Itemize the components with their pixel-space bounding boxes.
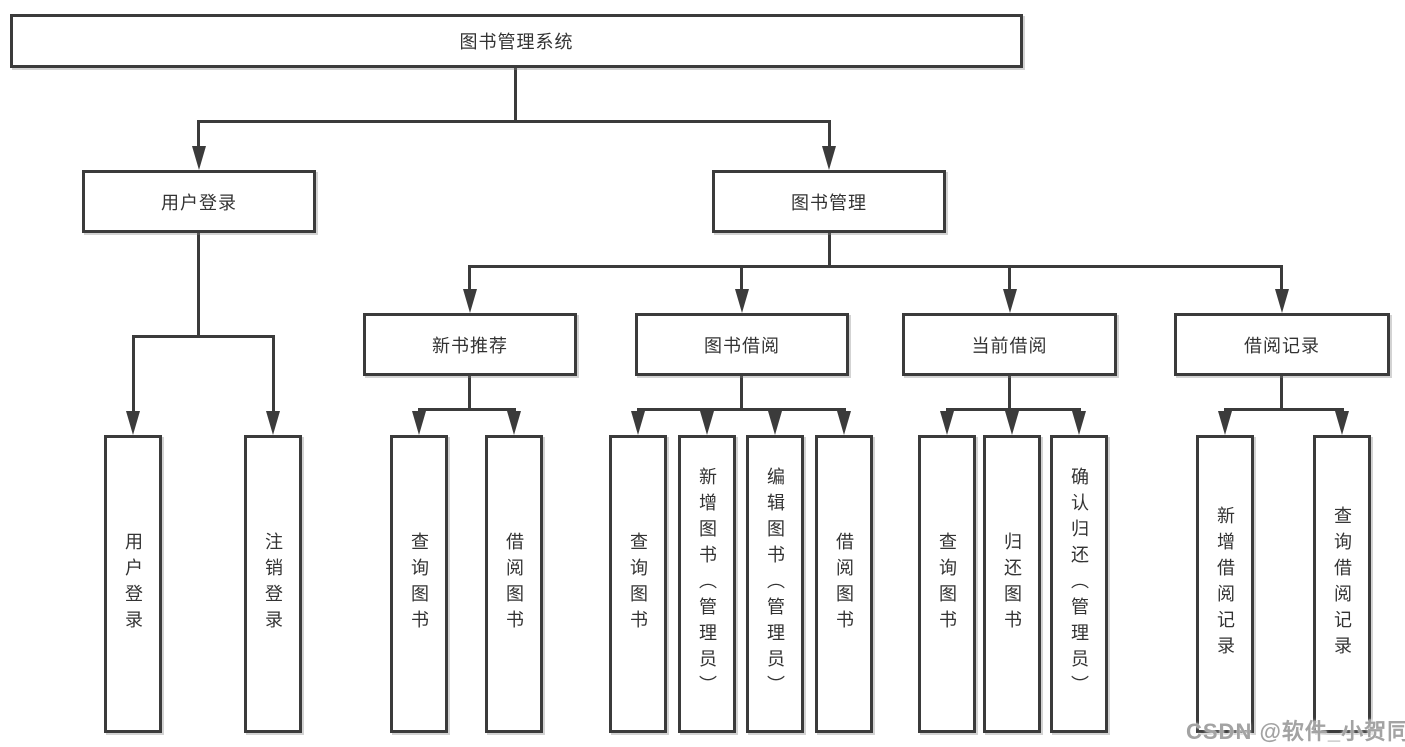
node-new-book-recommend: 新书推荐 <box>363 313 577 376</box>
arrowhead-icon <box>822 146 836 170</box>
arrowhead-icon <box>1218 411 1232 435</box>
connector-mgmt-leg <box>1008 265 1011 291</box>
connector-user-leg <box>132 335 135 415</box>
arrowhead-icon <box>837 411 851 435</box>
connector-module-stem <box>1280 376 1283 408</box>
leaf-borrow-books-recommend: 借阅图书 <box>485 435 543 733</box>
arrowhead-icon <box>192 146 206 170</box>
csdn-watermark: CSDN @软件_小贺同学 <box>1186 719 1405 744</box>
node-book-borrow: 图书借阅 <box>635 313 849 376</box>
leaf-borrow-books: 借阅图书 <box>815 435 873 733</box>
connector-mgmt-leg <box>1280 265 1283 291</box>
leaf-return-books: 归还图书 <box>983 435 1041 733</box>
node-book-management: 图书管理 <box>712 170 946 233</box>
connector-mgmt-bar <box>468 265 1282 268</box>
connector-user-stem <box>197 233 200 335</box>
connector-module-bar <box>418 408 516 411</box>
arrowhead-icon <box>700 411 714 435</box>
connector-user-bar <box>132 335 275 338</box>
connector-module-stem <box>740 376 743 408</box>
node-current-borrow: 当前借阅 <box>902 313 1117 376</box>
connector-root-leg-left <box>197 120 200 150</box>
connector-module-stem <box>1008 376 1011 408</box>
arrowhead-icon <box>1072 411 1086 435</box>
connector-root-leg-right <box>828 120 831 150</box>
arrowhead-icon <box>507 411 521 435</box>
connector-user-leg <box>272 335 275 415</box>
leaf-user-login: 用户登录 <box>104 435 162 733</box>
node-root-library-system: 图书管理系统 <box>10 14 1023 68</box>
arrowhead-icon <box>412 411 426 435</box>
arrowhead-icon <box>1335 411 1349 435</box>
connector-root-bar <box>197 120 831 123</box>
leaf-add-books-admin: 新增图书（管理员） <box>678 435 736 733</box>
arrowhead-icon <box>1005 411 1019 435</box>
connector-mgmt-stem <box>828 233 831 265</box>
node-borrow-records: 借阅记录 <box>1174 313 1390 376</box>
leaf-query-books-recommend: 查询图书 <box>390 435 448 733</box>
arrowhead-icon <box>735 289 749 313</box>
leaf-add-borrow-record: 新增借阅记录 <box>1196 435 1254 733</box>
arrowhead-icon <box>768 411 782 435</box>
arrowhead-icon <box>463 289 477 313</box>
arrowhead-icon <box>1275 289 1289 313</box>
arrowhead-icon <box>266 411 280 435</box>
arrowhead-icon <box>940 411 954 435</box>
connector-mgmt-leg <box>740 265 743 291</box>
arrowhead-icon <box>126 411 140 435</box>
leaf-query-borrow-record: 查询借阅记录 <box>1313 435 1371 733</box>
leaf-query-books-borrow: 查询图书 <box>609 435 667 733</box>
leaf-confirm-return-admin: 确认归还（管理员） <box>1050 435 1108 733</box>
leaf-logout: 注销登录 <box>244 435 302 733</box>
connector-module-bar <box>637 408 846 411</box>
node-user-login: 用户登录 <box>82 170 316 233</box>
arrowhead-icon <box>1003 289 1017 313</box>
connector-mgmt-leg <box>468 265 471 291</box>
leaf-query-books-current: 查询图书 <box>918 435 976 733</box>
connector-module-bar <box>1224 408 1344 411</box>
connector-module-stem <box>468 376 471 408</box>
connector-root-stem <box>514 68 517 120</box>
leaf-edit-books-admin: 编辑图书（管理员） <box>746 435 804 733</box>
arrowhead-icon <box>631 411 645 435</box>
